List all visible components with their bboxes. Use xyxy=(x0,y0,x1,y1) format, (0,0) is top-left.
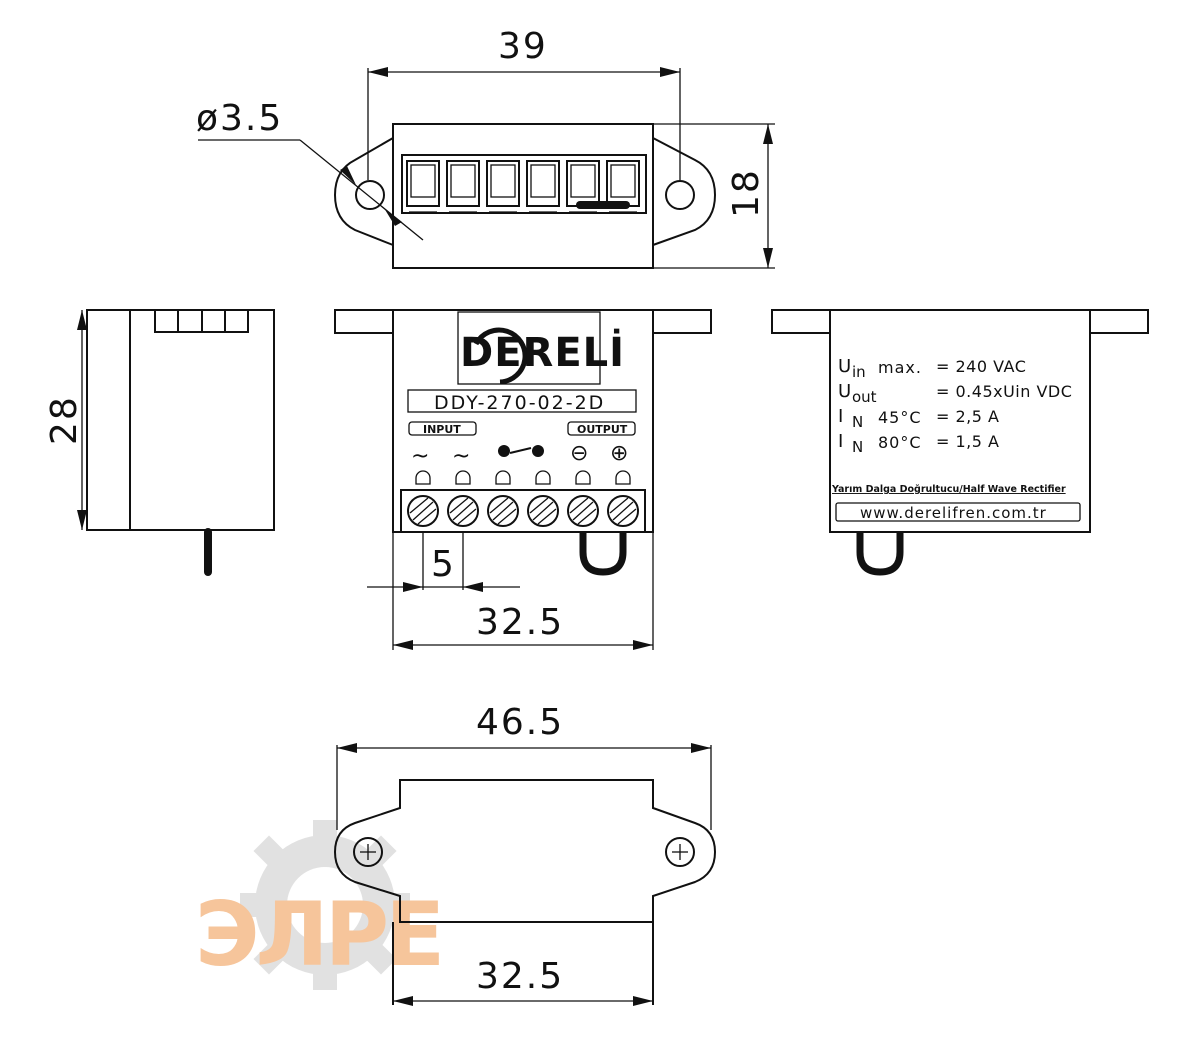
spec-name: 80°C xyxy=(878,433,922,452)
dim-side-height: 28 xyxy=(44,395,85,445)
dim-bottom-width: 46.5 xyxy=(476,702,564,743)
spec-symbol: U xyxy=(838,356,851,377)
terminal-screw-icon xyxy=(487,495,519,527)
website-box xyxy=(835,502,1081,522)
top-hole-right-icon xyxy=(665,180,695,210)
top-flange-right xyxy=(652,137,717,246)
spec-symbol: U xyxy=(838,381,851,402)
spec-subscript: N xyxy=(852,413,863,431)
output-label-box xyxy=(567,421,636,436)
top-view: 39 ø3.5 18 xyxy=(196,26,775,269)
rear-flange-right xyxy=(1089,309,1149,334)
top-body xyxy=(392,123,654,269)
front-jumper xyxy=(579,532,627,576)
front-view: DERELİ DDY-270-02-2D INPUT OUTPUT ~ ~ ⊖ … xyxy=(334,309,712,650)
terminal-screw-icon xyxy=(607,495,639,527)
spec-subscript: in xyxy=(852,363,866,381)
ac-symbol-2: ~ xyxy=(452,444,470,469)
front-flange-left xyxy=(334,309,394,334)
brand-logo-box xyxy=(457,311,601,385)
switch-icon xyxy=(498,445,544,457)
terminal-screw-icon xyxy=(447,495,479,527)
rear-flange-left xyxy=(771,309,831,334)
brand-logo-text: DERELİ xyxy=(460,328,625,376)
watermark-gear-icon xyxy=(240,820,410,990)
output-label: OUTPUT xyxy=(577,423,628,436)
top-terminal xyxy=(446,160,480,213)
terminal-strip xyxy=(400,489,646,533)
terminal-opening xyxy=(615,470,631,485)
side-body xyxy=(86,309,275,531)
spec-value: = 240 VAC xyxy=(936,357,1026,376)
terminal-opening xyxy=(415,470,431,485)
model-label: DDY-270-02-2D xyxy=(434,392,605,414)
rear-jumper xyxy=(856,532,904,576)
dim-top-width: 39 xyxy=(498,26,548,67)
top-terminal xyxy=(406,160,440,213)
rear-description: Yarım Dalga Doğrultucu/Half Wave Rectifi… xyxy=(831,484,1066,495)
bottom-hole-left-icon xyxy=(353,837,383,867)
top-terminal-block xyxy=(401,154,647,214)
watermark-logo: ЭЛРЕ xyxy=(195,820,445,990)
dim-front-width: 32.5 xyxy=(476,602,564,643)
spec-subscript: N xyxy=(852,438,863,456)
top-hole-left-icon xyxy=(355,180,385,210)
brand-logo-swoosh-icon xyxy=(473,327,528,385)
terminal-opening xyxy=(495,470,511,485)
spec-value: = 1,5 A xyxy=(936,432,999,451)
minus-symbol-icon: ⊖ xyxy=(570,441,588,466)
rear-website: www.derelifren.com.tr xyxy=(860,504,1047,522)
rear-body xyxy=(829,309,1091,533)
dim-terminal-pitch: 5 xyxy=(431,544,456,585)
spec-symbol: I xyxy=(838,406,843,427)
watermark-text: ЭЛРЕ xyxy=(195,883,441,986)
terminal-screw-icon xyxy=(567,495,599,527)
bottom-hole-right-icon xyxy=(665,837,695,867)
side-view: 28 xyxy=(44,309,275,576)
model-box xyxy=(407,389,637,413)
spec-value: = 2,5 A xyxy=(936,407,999,426)
terminal-opening xyxy=(455,470,471,485)
dim-top-height: 18 xyxy=(726,168,767,218)
top-flange-left xyxy=(333,137,394,246)
spec-value: = 0.45xUin VDC xyxy=(936,382,1072,401)
plus-symbol-icon: ⊕ xyxy=(610,441,628,466)
terminal-screw-icon xyxy=(407,495,439,527)
dim-hole-diameter: ø3.5 xyxy=(196,98,283,139)
spec-subscript: out xyxy=(852,388,877,406)
top-terminal xyxy=(526,160,560,213)
dim-bottom-inner-width: 32.5 xyxy=(476,956,564,997)
front-flange-right xyxy=(652,309,712,334)
spec-name: 45°C xyxy=(878,408,922,427)
terminal-screw-icon xyxy=(527,495,559,527)
spec-name: max. xyxy=(878,358,922,377)
bottom-view: 46.5 32.5 xyxy=(333,702,717,1006)
terminal-opening xyxy=(575,470,591,485)
spec-symbol: I xyxy=(838,431,843,452)
input-label-box xyxy=(408,421,477,436)
ac-symbol-1: ~ xyxy=(411,444,429,469)
terminal-opening xyxy=(535,470,551,485)
input-label: INPUT xyxy=(423,423,461,436)
top-terminal xyxy=(486,160,520,213)
